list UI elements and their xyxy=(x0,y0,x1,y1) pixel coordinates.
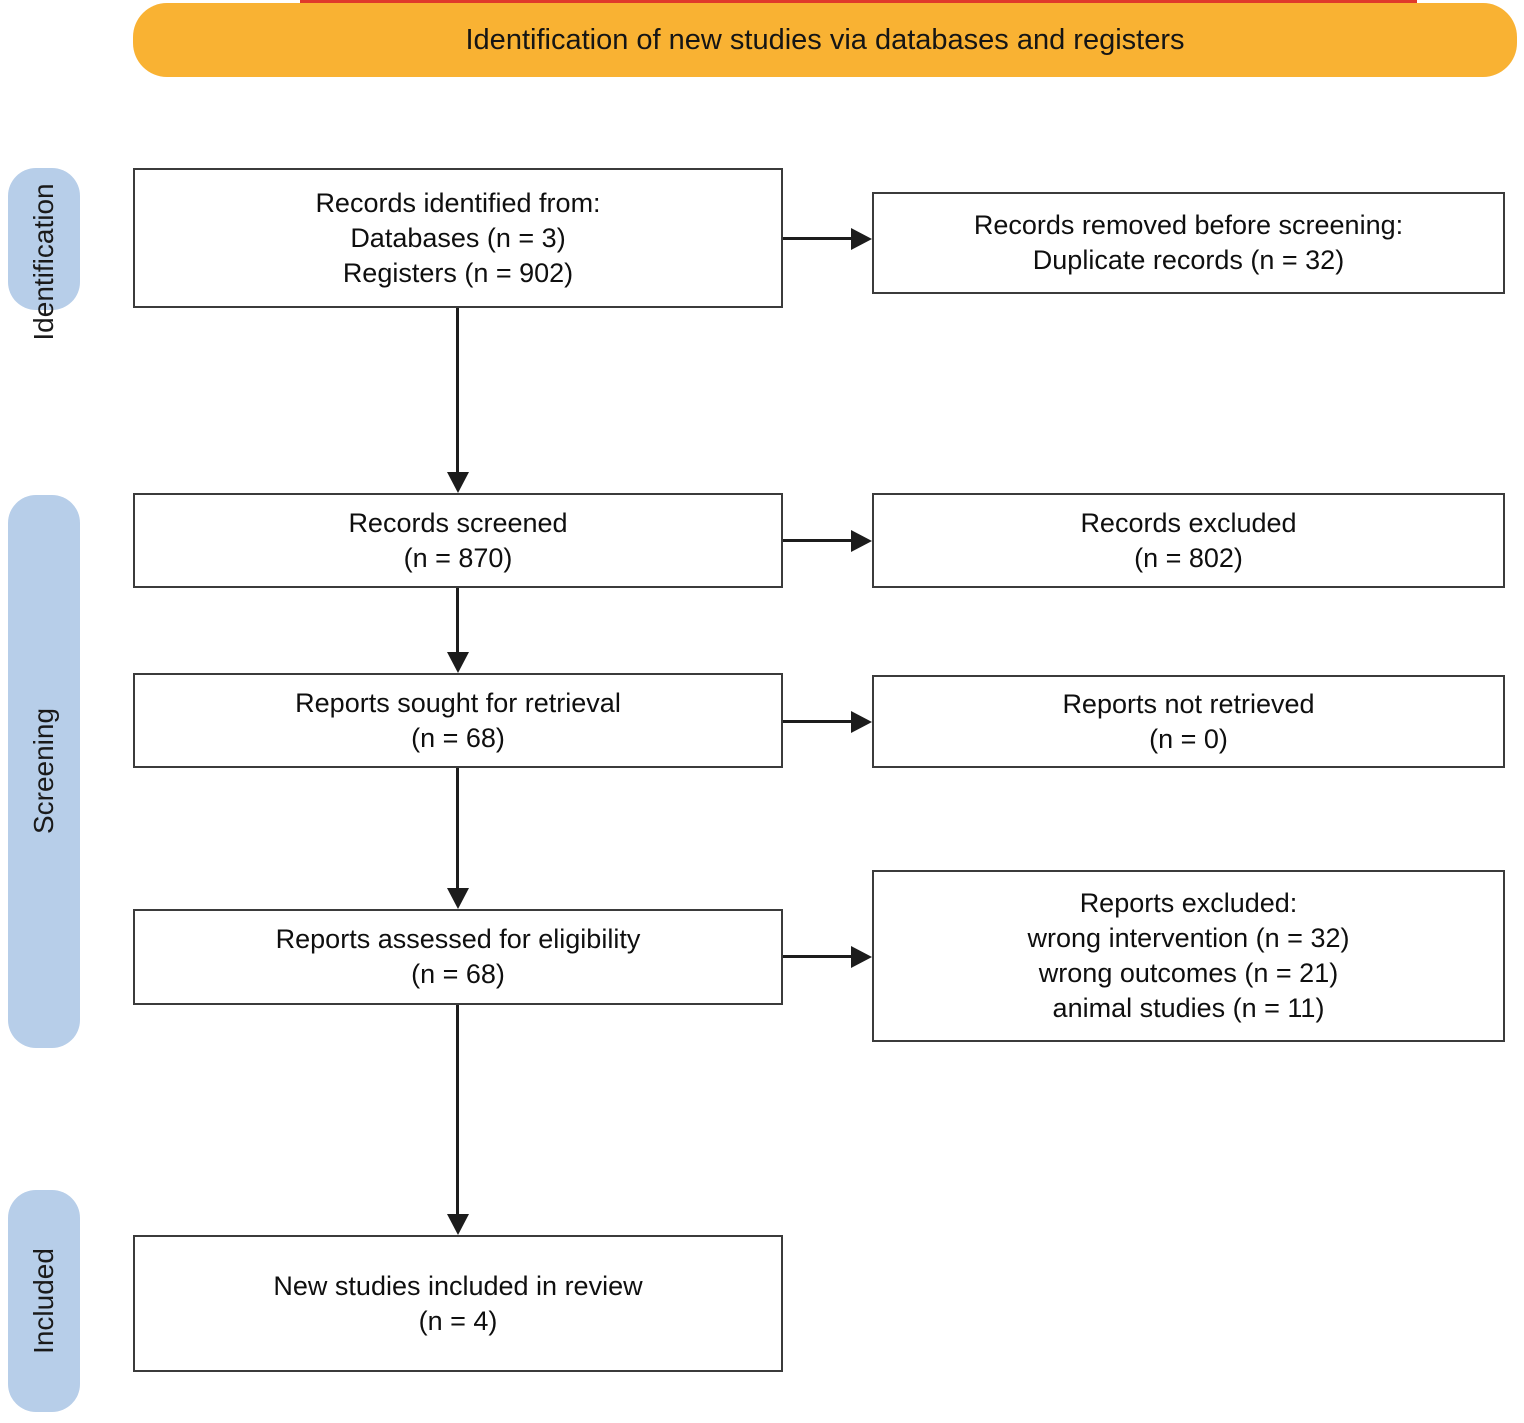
stage-pill-identification xyxy=(8,168,80,310)
banner-label: Identification of new studies via databa… xyxy=(465,23,1185,56)
box-line: wrong outcomes (n = 21) xyxy=(1038,958,1339,988)
flow-box-records-excluded: Records excluded (n = 802) xyxy=(872,493,1505,588)
box-line: Registers (n = 902) xyxy=(342,257,574,288)
box-line: Records removed before screening: xyxy=(973,210,1404,240)
box-line: (n = 0) xyxy=(1149,723,1228,754)
stage-label-screening: Screening xyxy=(28,707,59,835)
flow-box-reports-excluded: Reports excluded: wrong intervention (n … xyxy=(872,870,1505,1042)
box-line: Records screened xyxy=(348,507,568,538)
flow-box-records-removed: Records removed before screening: Duplic… xyxy=(872,192,1505,294)
box-line: wrong intervention (n = 32) xyxy=(1027,923,1350,953)
stage-label-included: Included xyxy=(28,1248,59,1354)
box-line: Reports assessed for eligibility xyxy=(275,924,641,954)
arrow-sought-to-assessed-line xyxy=(456,768,459,889)
arrow-identified-to-screened-line xyxy=(456,308,459,475)
stage-pill-included xyxy=(8,1190,80,1412)
flow-box-reports-assessed: Reports assessed for eligibility (n = 68… xyxy=(133,909,783,1005)
box-line: Reports sought for retrieval xyxy=(295,687,621,718)
box-line: Records excluded xyxy=(1080,507,1297,538)
flow-box-records-identified: Records identified from: Databases (n = … xyxy=(133,168,783,308)
flow-box-records-screened: Records screened (n = 870) xyxy=(133,493,783,588)
banner-identification-via-databases: Identification of new studies via databa… xyxy=(133,3,1517,77)
box-line: (n = 4) xyxy=(418,1305,498,1336)
arrow-assessed-to-excluded-head xyxy=(851,946,872,968)
flow-box-reports-sought: Reports sought for retrieval (n = 68) xyxy=(133,673,783,768)
box-line: (n = 68) xyxy=(411,959,505,989)
arrow-assessed-to-included-head xyxy=(447,1214,469,1235)
arrow-identified-to-screened-head xyxy=(447,472,469,493)
box-line: animal studies (n = 11) xyxy=(1052,993,1325,1023)
arrow-sought-to-notretrieved-head xyxy=(851,711,872,733)
box-line: Reports not retrieved xyxy=(1062,688,1315,719)
arrow-assessed-to-included-line xyxy=(456,1005,459,1215)
box-line: (n = 802) xyxy=(1134,542,1243,573)
arrow-screened-to-sought-head xyxy=(447,652,469,673)
box-line: (n = 68) xyxy=(411,722,505,753)
stage-label-identification: Identification xyxy=(28,183,59,341)
box-line: Reports excluded: xyxy=(1079,888,1298,918)
box-line: (n = 870) xyxy=(403,542,513,573)
flow-box-reports-not-retrieved: Reports not retrieved (n = 0) xyxy=(872,675,1505,768)
box-line: Databases (n = 3) xyxy=(350,222,566,253)
arrow-sought-to-assessed-head xyxy=(447,888,469,909)
flow-box-new-studies-included: New studies included in review (n = 4) xyxy=(133,1235,783,1372)
box-line: Duplicate records (n = 32) xyxy=(1032,245,1345,275)
box-line: Records identified from: xyxy=(315,187,601,218)
arrow-screened-to-sought-line xyxy=(456,588,459,653)
arrow-screened-to-excluded-head xyxy=(851,530,872,552)
arrow-identified-to-removed-head xyxy=(851,228,872,250)
box-line: New studies included in review xyxy=(273,1270,643,1301)
arrow-assessed-to-excluded-line xyxy=(783,955,852,958)
arrow-sought-to-notretrieved-line xyxy=(783,720,852,723)
stage-pill-screening xyxy=(8,495,80,1048)
arrow-screened-to-excluded-line xyxy=(783,539,852,542)
arrow-identified-to-removed-line xyxy=(783,237,852,240)
